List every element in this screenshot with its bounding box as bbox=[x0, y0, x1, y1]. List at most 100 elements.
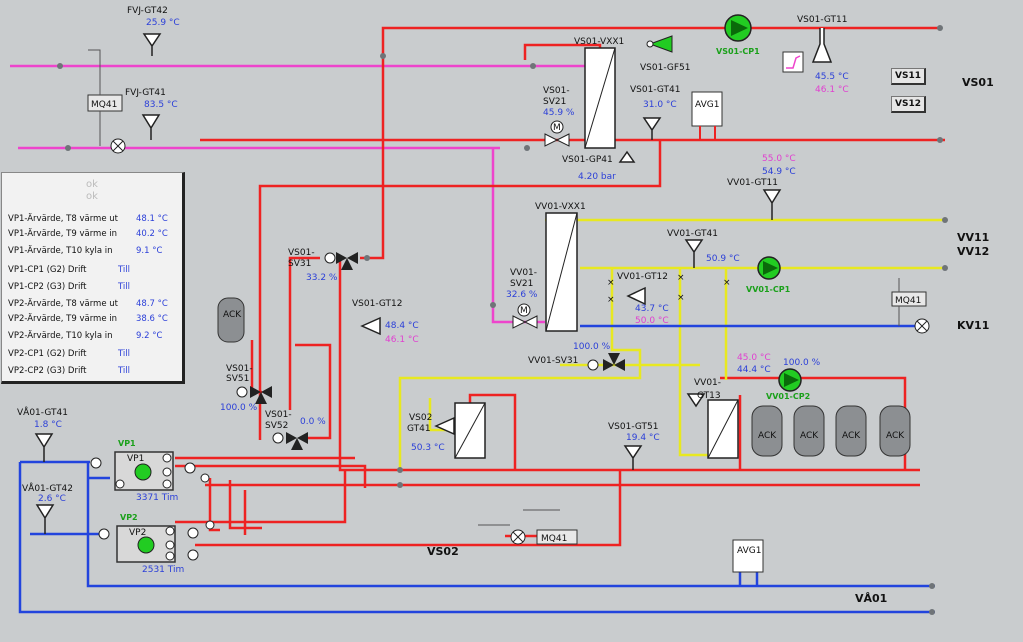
svg-text:MQ41: MQ41 bbox=[895, 296, 921, 306]
vs01-cp1-pump-icon[interactable] bbox=[724, 14, 752, 42]
vs02-gt41-value: 50.3 °C bbox=[411, 443, 445, 453]
va01-gt42-value: 2.6 °C bbox=[38, 494, 66, 504]
vs02-pipe bbox=[195, 470, 622, 547]
vv01-sv31-value: 100.0 % bbox=[573, 342, 611, 352]
vs01-sv31-valve-icon[interactable] bbox=[324, 252, 358, 270]
ack-label: ACK bbox=[886, 431, 905, 441]
vs01-sv52-valve-icon[interactable] bbox=[272, 432, 308, 450]
info-row-label: VP2-Ärvärde, T8 värme ut bbox=[8, 299, 118, 309]
vv01-cp2-value: 100.0 % bbox=[783, 358, 821, 368]
vs01-gt12-sensor-icon[interactable] bbox=[360, 316, 381, 336]
vs01-gp41-sensor-icon[interactable] bbox=[618, 150, 636, 163]
vv01-gt13-label2: GT13 bbox=[697, 391, 721, 401]
vs01-gt12-line bbox=[338, 258, 920, 472]
ack-tank-2[interactable]: ACK bbox=[793, 405, 825, 457]
vp-port-sensors bbox=[184, 462, 215, 561]
ack-tank-1[interactable]: ACK bbox=[751, 405, 783, 457]
vs01-sv31-label: VS01- bbox=[288, 248, 315, 258]
ack-tank-4[interactable]: ACK bbox=[879, 405, 911, 457]
vs02-gt41-sensor-icon[interactable] bbox=[434, 416, 455, 436]
fvj-gt41-sensor-icon[interactable] bbox=[141, 114, 161, 140]
vs12-button[interactable]: VS12 bbox=[891, 96, 926, 113]
status-ok-2: ok bbox=[86, 191, 98, 202]
vv-yellow-right bbox=[678, 268, 720, 457]
vs01-left-feed bbox=[288, 256, 320, 410]
vp-red-inner bbox=[228, 480, 262, 530]
status-ok-1: ok bbox=[86, 179, 98, 190]
vs01-gt41-sensor-icon[interactable] bbox=[642, 117, 662, 140]
vs01-sv21-valve-icon[interactable]: M bbox=[544, 120, 570, 147]
mq41-right-box[interactable]: MQ41 bbox=[891, 278, 927, 326]
vv01-gt13-setpoint: 45.0 °C bbox=[737, 353, 771, 363]
vv01-gt12-sensor-icon[interactable] bbox=[626, 286, 646, 306]
vv01-gt11-setpoint: 55.0 °C bbox=[762, 154, 796, 164]
avg1-bottom-box[interactable]: AVG1 bbox=[732, 539, 764, 573]
va01-gt41-sensor-icon[interactable] bbox=[34, 433, 54, 462]
pipes bbox=[10, 26, 945, 614]
vv01-cp1-pump-icon[interactable] bbox=[757, 256, 781, 280]
vs01-sv52-line bbox=[295, 343, 332, 440]
info-row-label: VP1-Ärvärde, T8 värme ut bbox=[8, 214, 118, 224]
vp1-heat-pump[interactable]: VP1 VP1 3371 Tim bbox=[90, 439, 178, 503]
vs01-gt11-sensor-icon[interactable] bbox=[811, 28, 833, 63]
vp1-green-label: VP1 bbox=[118, 439, 136, 448]
trend-icon[interactable] bbox=[782, 51, 804, 73]
vv01-gt13-sensor-icon[interactable] bbox=[686, 393, 706, 408]
avg1-top-box[interactable]: AVG1 bbox=[691, 91, 723, 140]
flow-meter-vs02-icon[interactable] bbox=[510, 529, 526, 545]
vv01-sv21-value: 32.6 % bbox=[506, 290, 538, 300]
vv01-gt11-sensor-icon[interactable] bbox=[762, 189, 782, 220]
va01-gt42-sensor-icon[interactable] bbox=[35, 504, 55, 534]
vs01-sv31-loop bbox=[360, 56, 385, 260]
vv01-gt13-value: 44.4 °C bbox=[737, 365, 771, 375]
flow-meter-kv11-icon[interactable] bbox=[914, 318, 930, 334]
vs01-gt12-value: 48.4 °C bbox=[385, 321, 419, 331]
vp1-label: VP1 bbox=[127, 454, 144, 464]
svg-text:×: × bbox=[677, 293, 685, 303]
vs01-sv52-value: 0.0 % bbox=[300, 417, 326, 427]
mq41-bottom-box[interactable]: MQ41 bbox=[478, 509, 578, 545]
info-row-label: VP2-CP2 (G3) Drift bbox=[8, 366, 87, 376]
vs01-gt11-setpoint: 46.1 °C bbox=[815, 85, 849, 95]
vv01-gt12-valves: × × × × × bbox=[607, 273, 731, 305]
vv01-gt12-value: 43.7 °C bbox=[635, 304, 669, 314]
vp1-hours: 3371 Tim bbox=[136, 493, 178, 503]
vs02-gt41-label: VS02 bbox=[409, 413, 432, 423]
va01-gt42-label: VÅ01-GT42 bbox=[22, 482, 73, 494]
vs01-sv52-label2: SV52 bbox=[265, 421, 288, 431]
valves: M M bbox=[236, 120, 731, 450]
vs01-gt11-label: VS01-GT11 bbox=[797, 15, 848, 25]
vv01-gt11-label: VV01-GT11 bbox=[727, 178, 778, 188]
vs01-vxx1-exchanger[interactable] bbox=[584, 47, 616, 149]
vs01-gt51-sensor-icon[interactable] bbox=[623, 445, 643, 470]
info-row-value: 9.2 °C bbox=[136, 331, 163, 341]
ack-tank-left[interactable]: ACK bbox=[217, 297, 245, 343]
info-row-value: 38.6 °C bbox=[136, 314, 168, 324]
vs02-exchanger[interactable] bbox=[454, 402, 486, 459]
vv01-sv31-valve-icon[interactable] bbox=[587, 353, 625, 371]
vs01-gf51-fan-icon[interactable] bbox=[646, 35, 673, 53]
vv01-gt13-exchanger[interactable] bbox=[707, 399, 739, 459]
fvj-gt42-sensor-icon[interactable] bbox=[142, 33, 162, 56]
mq41-top-box[interactable]: MQ41 bbox=[87, 49, 123, 146]
vv01-sv21-label2: SV21 bbox=[510, 279, 533, 289]
vp2-heat-pump[interactable]: VP2 VP2 2531 Tim bbox=[98, 513, 184, 575]
vv01-sv21-valve-icon[interactable]: M bbox=[512, 303, 538, 329]
vv01-gt41-value: 50.9 °C bbox=[706, 254, 740, 264]
vv01-vxx1-exchanger[interactable] bbox=[545, 212, 578, 332]
vv01-cp2-pump-icon[interactable] bbox=[778, 368, 802, 392]
ack-tank-3[interactable]: ACK bbox=[835, 405, 867, 457]
vs11-button[interactable]: VS11 bbox=[891, 68, 926, 85]
vs01-vxx1-label: VS01-VXX1 bbox=[574, 37, 624, 47]
vv01-gt41-sensor-icon[interactable] bbox=[684, 239, 704, 268]
flow-meter-fvj-icon[interactable] bbox=[110, 138, 126, 154]
vv01-cp2-label: VV01-CP2 bbox=[766, 392, 810, 401]
vs01-sv51-valve-icon[interactable] bbox=[236, 386, 272, 404]
temp-sensors bbox=[34, 28, 833, 534]
